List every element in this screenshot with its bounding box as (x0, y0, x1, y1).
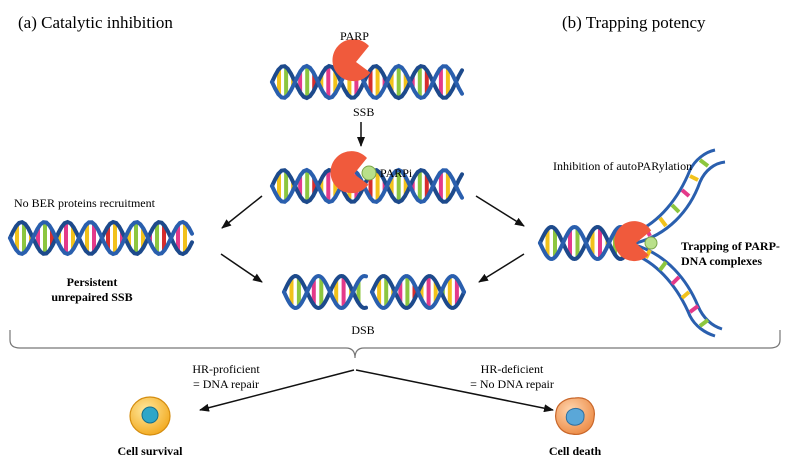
trapping-line2: DNA complexes (681, 254, 762, 268)
dna-left-ssb (8, 219, 194, 257)
dna-backbone-strand (282, 273, 368, 311)
dsb-label: DSB (351, 323, 374, 337)
trapping-line1: Trapping of PARP- (681, 239, 780, 253)
dna-backbone-strand (538, 224, 632, 262)
arrow-to-death (355, 369, 554, 413)
arrow-to-trapping (475, 195, 525, 227)
arrow-ssb-to-dsb (220, 253, 263, 283)
dna-dsb-right (370, 274, 466, 310)
arrow-to-ssb (221, 195, 263, 229)
hr-deficient-line2: = No DNA repair (470, 377, 554, 391)
parpi-drug-icon (361, 165, 377, 181)
parpi-drug-trapped-icon (644, 236, 658, 250)
no-ber-label: No BER proteins recruitment (14, 196, 156, 210)
dna-backbone-strand (8, 219, 194, 257)
hr-proficient-line1: HR-proficient (192, 362, 260, 376)
bracket (9, 330, 781, 359)
dna-backbone-strand (270, 63, 464, 101)
parp-enzyme-icon (332, 39, 371, 82)
dying-cell-icon (555, 397, 595, 435)
parpi-label: PARPi (380, 166, 413, 180)
arrow-to-survival (199, 369, 355, 412)
survival-cell-icon (129, 396, 171, 436)
dna-backbone-strand (370, 274, 466, 310)
parp-enzyme-trapped-icon (614, 221, 652, 262)
dna-backbone-strand (270, 167, 464, 205)
panel-a-title: (a) Catalytic inhibition (18, 13, 173, 32)
dna-top (270, 63, 464, 101)
cell-survival-label: Cell survival (118, 444, 184, 458)
persistent-ssb-line1: Persistent (67, 275, 118, 289)
persistent-ssb-line2: unrepaired SSB (51, 290, 132, 304)
dna-dsb-left (282, 273, 368, 311)
ssb-label: SSB (353, 105, 374, 119)
hr-proficient-line2: = DNA repair (193, 377, 259, 391)
arrow-trapping-to-dsb (478, 253, 525, 283)
inhibition-label: Inhibition of autoPARylation (553, 159, 692, 173)
parp-label: PARP (340, 29, 369, 43)
parp-enzyme-bound-icon (330, 151, 369, 194)
cell-death-label: Cell death (549, 444, 602, 458)
hr-deficient-line1: HR-deficient (481, 362, 544, 376)
panel-b-title: (b) Trapping potency (562, 13, 706, 32)
dna-fork-strands (627, 148, 726, 338)
